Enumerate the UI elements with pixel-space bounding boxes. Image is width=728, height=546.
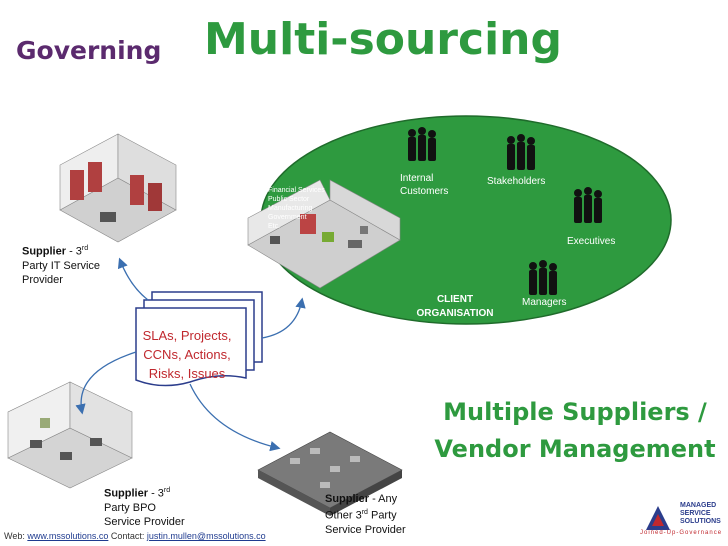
stakeholders-people-icon bbox=[507, 134, 535, 170]
footer: Web: www.mssolutions.co Contact: justin.… bbox=[4, 531, 266, 541]
internal-customers-label: Internal Customers bbox=[400, 172, 448, 198]
supplier-dash: - 3 bbox=[148, 487, 164, 500]
logo-mark bbox=[646, 506, 670, 530]
managers-label: Managers bbox=[522, 297, 567, 308]
document-line: CCNs, Actions, bbox=[143, 347, 231, 362]
arrow-to-client bbox=[261, 297, 306, 339]
supplier-line: Party bbox=[367, 509, 397, 522]
client-organisation-label: CLIENT ORGANISATION bbox=[410, 293, 500, 321]
client-sector-list: Financial Services Public Sector Manufac… bbox=[268, 186, 325, 231]
website-link[interactable]: www.mssolutions.co bbox=[27, 531, 109, 541]
logo-tagline: Joined-Up-Governance bbox=[640, 530, 723, 536]
supplier-line: Provider bbox=[22, 273, 63, 286]
page-title: Multi-sourcing bbox=[204, 14, 562, 65]
contact-label: Contact: bbox=[108, 531, 147, 541]
headline-line: Vendor Management bbox=[434, 435, 716, 463]
sector-item: Government bbox=[268, 214, 307, 221]
executives-people-icon bbox=[574, 187, 602, 223]
internal-customers-people-icon bbox=[408, 127, 436, 161]
organisation-label-line: ORGANISATION bbox=[416, 308, 494, 319]
supplier-dash: - 3 bbox=[66, 245, 82, 258]
logo-line: MANAGED bbox=[680, 502, 717, 509]
supplier-line: Other 3 bbox=[325, 509, 362, 522]
arrow-to-it-supplier bbox=[117, 257, 149, 301]
arrow-to-bpo bbox=[75, 351, 137, 415]
title-prefix: Governing bbox=[16, 36, 162, 65]
internal-label-line: Internal bbox=[400, 173, 434, 184]
document-text: SLAs, Projects, CCNs, Actions, Risks, Is… bbox=[132, 326, 242, 383]
arrow-to-other-supplier bbox=[189, 383, 281, 452]
supplier-line: Party BPO bbox=[104, 501, 156, 514]
headline-line: Multiple Suppliers / bbox=[443, 398, 707, 426]
supplier-line: Service Provider bbox=[325, 523, 406, 536]
stakeholders-label: Stakeholders bbox=[487, 176, 546, 187]
client-office-illustration bbox=[247, 179, 401, 289]
supplier-sup: rd bbox=[163, 487, 171, 494]
logo-line: SOLUTIONS bbox=[680, 518, 721, 525]
bpo-supplier-label: Supplier - 3rd Party BPO Service Provide… bbox=[104, 484, 185, 529]
supplier-sup: rd bbox=[361, 509, 368, 516]
sector-item: Manufacturing bbox=[268, 205, 313, 212]
document-line: Risks, Issues bbox=[148, 366, 226, 381]
document-stack bbox=[135, 291, 263, 387]
supplier-word: Supplier bbox=[22, 245, 67, 258]
email-link[interactable]: justin.mullen@mssolutions.co bbox=[146, 531, 266, 541]
bpo-supplier-illustration bbox=[7, 381, 133, 489]
supplier-word: Supplier bbox=[325, 493, 370, 505]
executives-label: Executives bbox=[567, 236, 616, 247]
customers-label-line: Customers bbox=[400, 186, 449, 197]
supplier-word: Supplier bbox=[104, 487, 149, 500]
client-label-line: CLIENT bbox=[436, 294, 474, 305]
vendor-management-headline: Multiple Suppliers / Vendor Management bbox=[434, 394, 716, 468]
other-supplier-label: Supplier - Any Other 3rd Party Service P… bbox=[325, 492, 406, 537]
logo-text: MANAGED SERVICE SOLUTIONS bbox=[680, 502, 721, 526]
it-supplier-label: Supplier - 3rd Party IT Service Provider bbox=[22, 242, 100, 287]
web-label: Web: bbox=[4, 531, 28, 541]
sector-item: Etc. bbox=[268, 223, 281, 230]
logo-line: SERVICE bbox=[680, 510, 711, 517]
document-line: SLAs, Projects, bbox=[142, 328, 232, 343]
other-supplier-illustration bbox=[257, 431, 403, 516]
managers-people-icon bbox=[529, 260, 557, 295]
sector-item: Financial Services bbox=[268, 187, 325, 194]
supplier-dash: - Any bbox=[369, 493, 398, 505]
supplier-line: Party IT Service bbox=[22, 259, 101, 272]
supplier-sup: rd bbox=[81, 245, 89, 252]
supplier-line: Service Provider bbox=[104, 515, 185, 528]
it-supplier-illustration bbox=[59, 133, 177, 243]
sector-item: Public Sector bbox=[268, 196, 310, 203]
